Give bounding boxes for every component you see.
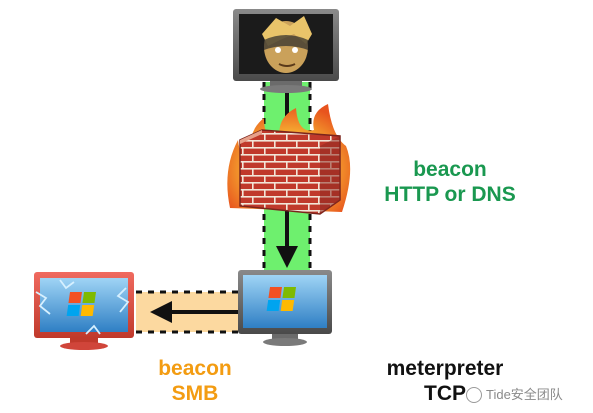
target-windows-monitor-icon (34, 272, 134, 350)
pivot-windows-monitor-icon (238, 270, 332, 346)
beacon-smb-line2: SMB (171, 382, 219, 405)
windows-logo-icon (66, 292, 96, 316)
wechat-icon (466, 386, 482, 403)
watermark-text: Tide安全团队 (486, 387, 563, 402)
beacon-smb-label: beacon SMB (140, 356, 250, 406)
windows-logo-icon (266, 287, 296, 311)
firewall-icon (227, 104, 351, 215)
arrow-left-icon (150, 301, 240, 323)
meterpreter-tcp-label: meterpreter TCP (370, 356, 520, 406)
meterpreter-line2: TCP (424, 382, 466, 405)
attacker-monitor-icon (233, 9, 339, 93)
beacon-smb-line1: beacon (158, 357, 232, 380)
meterpreter-line1: meterpreter (386, 357, 504, 380)
watermark: Tide安全团队 (466, 384, 563, 404)
beacon-http-dns-label: beacon HTTP or DNS (360, 157, 540, 207)
beacon-http-dns-line1: beacon (413, 158, 487, 181)
beacon-http-dns-line2: HTTP or DNS (384, 183, 516, 206)
